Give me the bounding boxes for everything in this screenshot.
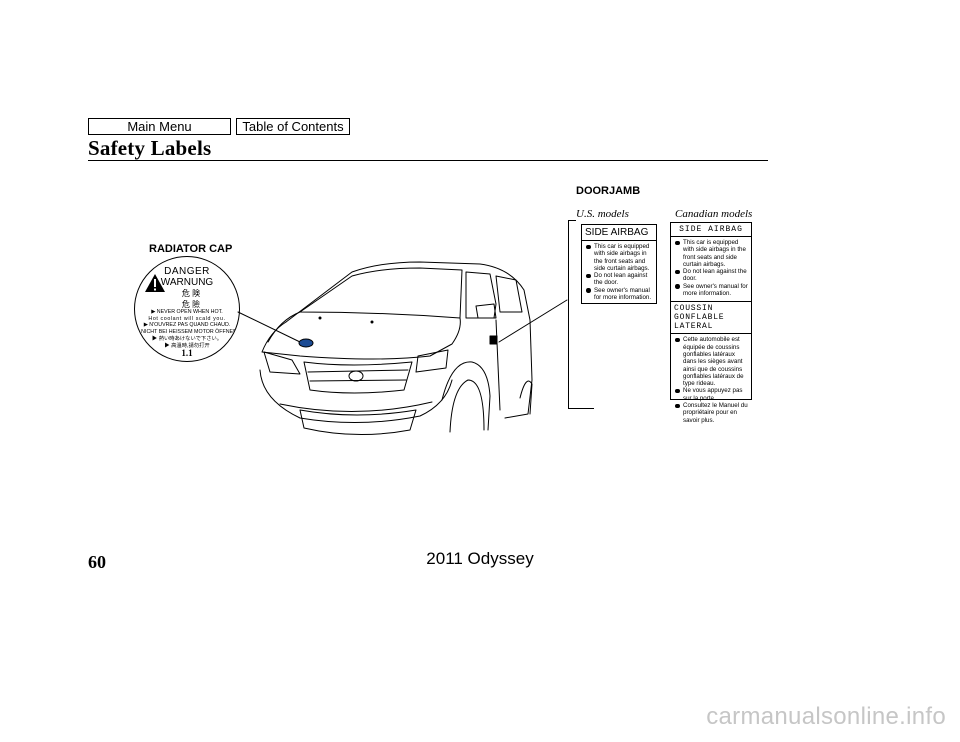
canadian-models-label: Canadian models: [675, 208, 753, 220]
kanji-text-1: 危 険: [181, 289, 201, 298]
us-label-item: This car is equipped with side airbags i…: [585, 243, 653, 272]
danger-text: DANGER: [164, 266, 210, 277]
warnung-text: WARNUNG: [160, 277, 214, 288]
canadian-label-item: Do not lean against the door.: [674, 268, 748, 283]
main-menu-button[interactable]: Main Menu: [88, 118, 231, 135]
kanji-text-2: 危 險: [181, 300, 201, 309]
page-number: 60: [88, 552, 106, 572]
model-title: 2011 Odyssey: [426, 549, 534, 568]
title-divider: [88, 160, 768, 161]
canadian-label-item-fr: Consultez le Manuel du propriétaire pour…: [674, 402, 748, 424]
us-bracket-bottom: [568, 408, 594, 409]
canadian-label-french-heading: COUSSIN GONFLABLE LATERAL: [671, 301, 751, 335]
radiator-line: ▶ NEVER OPEN WHEN HOT.: [151, 309, 223, 315]
canadian-label-item: This car is equipped with side airbags i…: [674, 239, 748, 268]
radiator-cap-graphic: DANGER WARNUNG 危 険 危 險 ▶ NEVER OPEN WHEN…: [134, 256, 240, 362]
us-label-item: See owner's manual for more information.: [585, 287, 653, 302]
radiator-line: ▶ 高溫時,請勿打开: [164, 342, 210, 349]
canadian-side-airbag-label: SIDE AIRBAG This car is equipped with si…: [670, 222, 752, 424]
table-of-contents-button[interactable]: Table of Contents: [236, 118, 350, 135]
us-label-heading: SIDE AIRBAG: [582, 225, 656, 241]
us-side-airbag-label: SIDE AIRBAG This car is equipped with si…: [581, 224, 657, 304]
radiator-line: ▶ NICHT BEI HEISSEM MOTOR ÖFFNEN.: [135, 329, 239, 336]
canadian-label-item-fr: Cette automobile est équipée de coussins…: [674, 336, 748, 387]
radiator-line: Hot coolant will scald you.: [148, 315, 226, 322]
radiator-line: ▶ 熱い時あけないで下さい。: [151, 335, 223, 342]
doorjamb-label: DOORJAMB: [576, 185, 641, 197]
canadian-label-item-fr: Ne vous appuyez pas sur la porte.: [674, 387, 748, 402]
us-bracket: [568, 220, 569, 408]
radiator-line: ▶ N'OUVREZ PAS QUAND CHAUD.: [143, 322, 231, 329]
rating-text: 1.1: [181, 348, 193, 358]
page-title: Safety Labels: [88, 136, 212, 160]
warning-icon: [145, 274, 165, 292]
canadian-label-item: See owner's manual for more information.: [674, 283, 748, 298]
us-models-label: U.S. models: [576, 208, 629, 220]
watermark: carmanualsonline.info: [706, 703, 946, 730]
canadian-label-heading: SIDE AIRBAG: [671, 223, 751, 237]
us-label-item: Do not lean against the door.: [585, 272, 653, 287]
us-bracket-top: [568, 220, 576, 221]
radiator-cap-label: RADIATOR CAP: [149, 243, 233, 255]
